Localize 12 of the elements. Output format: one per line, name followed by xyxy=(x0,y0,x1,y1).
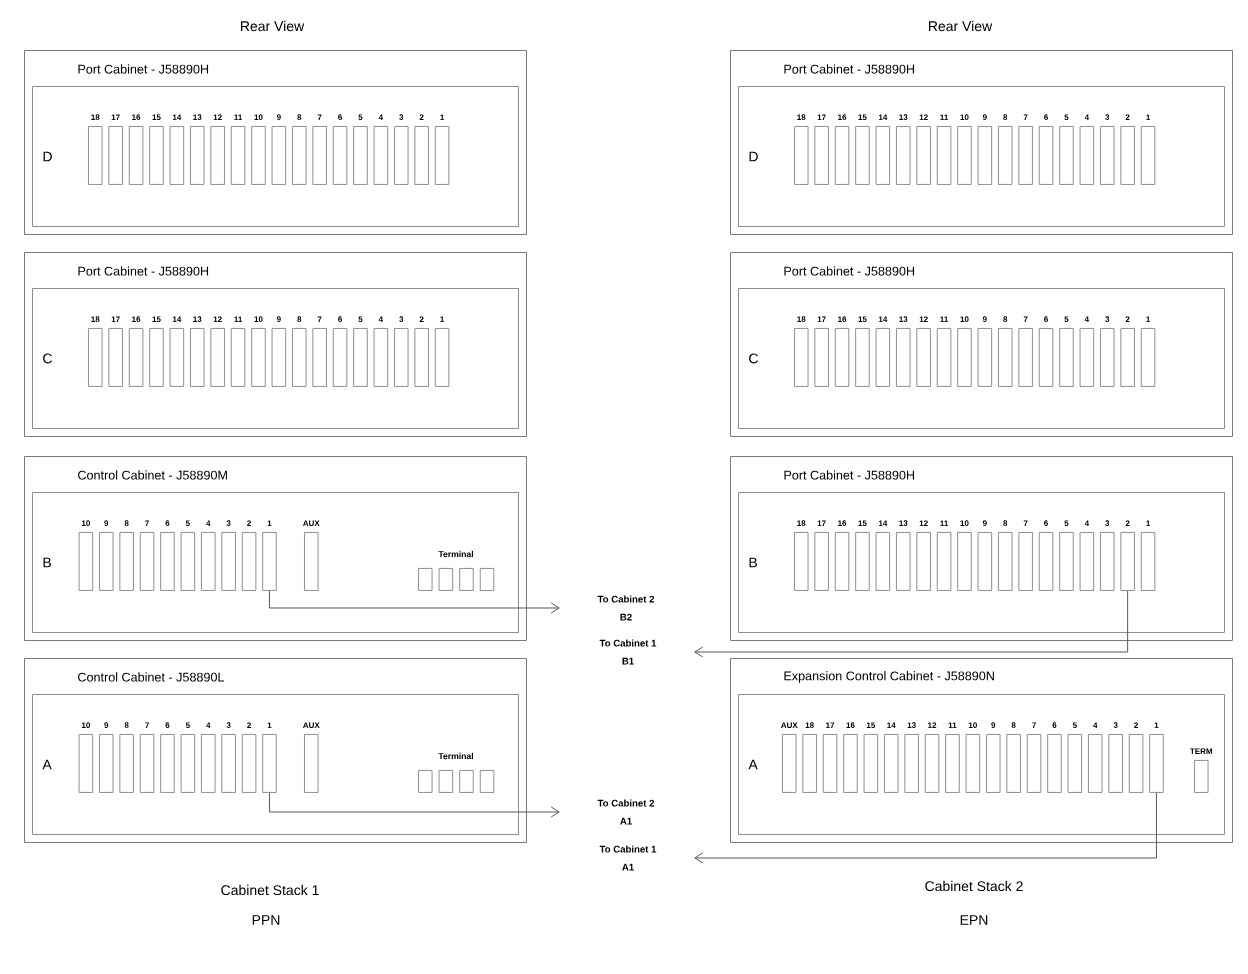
terminal-slot xyxy=(438,567,454,591)
terminal-slot xyxy=(479,769,495,793)
terminal-slot xyxy=(459,769,474,793)
arrow xyxy=(694,590,1129,658)
arrow xyxy=(694,792,1157,864)
terminal-slot xyxy=(438,769,454,793)
terminal-slot xyxy=(459,567,474,591)
arrow xyxy=(268,590,560,614)
arrow xyxy=(268,792,560,818)
terminal-slot xyxy=(418,769,433,793)
terminal-slot xyxy=(418,567,433,591)
terminal-slot xyxy=(479,567,495,591)
